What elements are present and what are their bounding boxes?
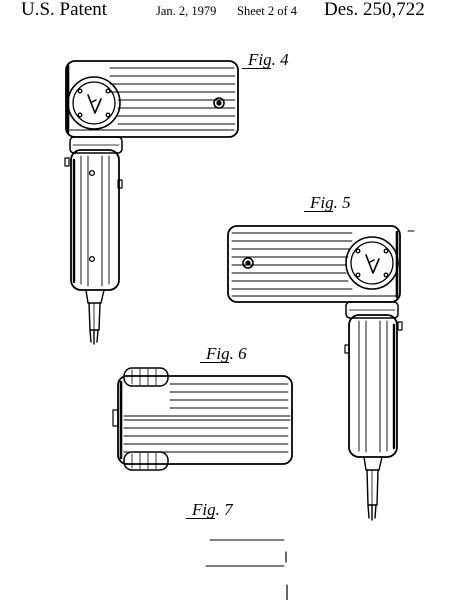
fig7-label: Fig. 7 — [186, 500, 233, 520]
fig5-label: Fig. 5 — [304, 193, 351, 213]
fig4-label: Fig. 4 — [242, 50, 289, 70]
fig7-hair-dryer-drawing — [205, 539, 288, 600]
fig6-label: Fig. 6 — [200, 344, 247, 364]
fig6-hair-dryer-drawing — [112, 367, 293, 471]
fig5-hair-dryer-drawing — [227, 225, 415, 521]
patent-date: Jan. 2, 1979 — [156, 4, 217, 18]
sheet-number: Sheet 2 of 4 — [237, 4, 298, 18]
patent-label: U.S. Patent — [21, 0, 108, 20]
patent-number: Des. 250,722 — [324, 0, 425, 20]
fig4-hair-dryer-drawing — [64, 60, 239, 345]
